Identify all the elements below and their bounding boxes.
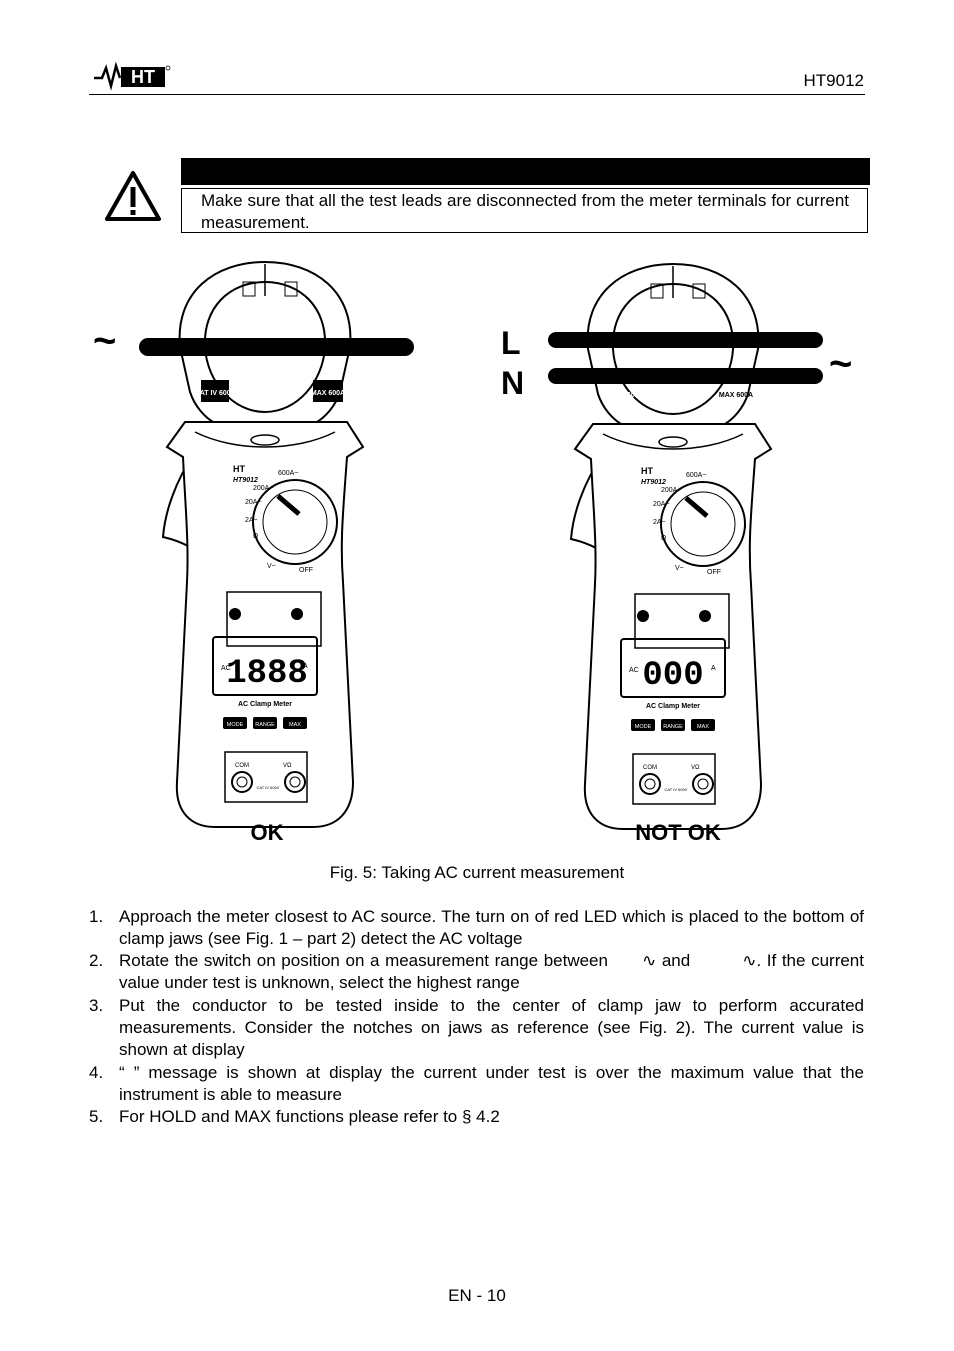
- right-jaw-cat: CAT IV 600V: [603, 392, 644, 399]
- step-text: Rotate the switch on position on a measu…: [119, 950, 864, 994]
- right-meter-name: AC Clamp Meter: [646, 703, 700, 710]
- left-com-label: COM: [235, 763, 249, 769]
- header-divider: [89, 94, 865, 95]
- warning-title-bar: [181, 158, 870, 185]
- clamp-meter-figure: ~ CAT IV 600V MAX 600A HT HT9012 600A~ 2…: [93, 252, 852, 845]
- right-range-4: Ω: [661, 535, 666, 542]
- right-model: HT9012: [641, 479, 666, 486]
- step-number: 5.: [89, 1107, 104, 1126]
- right-display-ac: AC: [629, 667, 639, 674]
- right-jaw-max: MAX 600A: [719, 392, 753, 399]
- left-range-1: 200A~: [253, 485, 273, 492]
- right-clamp-meter: L N ~ CAT IV 600V MAX 600A HT HT9012 600…: [501, 264, 852, 845]
- left-range-2: 20A~: [245, 499, 262, 506]
- left-range-4: Ω: [253, 533, 258, 540]
- left-jaw-max: MAX 600A: [311, 390, 345, 397]
- left-jaw-cat: CAT IV 600V: [195, 390, 236, 397]
- right-max-button: MAX: [697, 724, 709, 730]
- logo-text: HT: [131, 67, 155, 87]
- right-range-3: 2A~: [653, 519, 666, 526]
- left-clamp-meter: ~ CAT IV 600V MAX 600A HT HT9012 600A~ 2…: [93, 262, 414, 845]
- step-number: 3.: [89, 996, 104, 1015]
- left-max-button: MAX: [289, 722, 301, 728]
- right-com-label: COM: [643, 765, 657, 771]
- left-brand: HT: [233, 464, 245, 474]
- left-range-5: V~: [267, 563, 276, 570]
- left-display-ac: AC: [221, 665, 231, 672]
- left-range-button: RANGE: [255, 722, 275, 728]
- step-number: 2.: [89, 951, 104, 970]
- step-text-a: Rotate the switch on position on a measu…: [119, 951, 608, 970]
- left-range-6: OFF: [299, 567, 313, 574]
- ac-symbol: ∿: [742, 951, 757, 970]
- left-display-a: A: [303, 663, 308, 670]
- step-number: 4.: [89, 1063, 104, 1082]
- right-range-0: 600A~: [686, 472, 706, 479]
- left-range-3: 2A~: [245, 517, 258, 524]
- right-range-6: OFF: [707, 569, 721, 576]
- right-source-symbol: ~: [829, 342, 852, 386]
- ac-symbol: ∿: [641, 951, 657, 970]
- line-conductor: [548, 332, 823, 348]
- single-conductor: [139, 338, 414, 356]
- right-display-a: A: [711, 665, 716, 672]
- right-range-2: 20A~: [653, 501, 670, 508]
- warning-icon: [105, 171, 161, 221]
- step-text: “ ” message is shown at display the curr…: [119, 1063, 864, 1105]
- left-meter-name: AC Clamp Meter: [238, 701, 292, 708]
- right-terminal-note: CAT IV 600V: [665, 787, 688, 792]
- page-number: EN - 10: [448, 1286, 506, 1305]
- right-brand: HT: [641, 466, 653, 476]
- right-range-1: 200A~: [661, 487, 681, 494]
- step-text: For HOLD and MAX functions please refer …: [119, 1107, 500, 1126]
- left-status: OK: [251, 820, 284, 845]
- neutral-label: N: [501, 365, 524, 401]
- neutral-conductor: [548, 368, 823, 384]
- warning-box: [181, 188, 868, 233]
- figure-caption: Fig. 5: Taking AC current measurement: [329, 863, 625, 882]
- right-vohm-label: VΩ: [691, 765, 700, 771]
- line-label: L: [501, 325, 521, 361]
- left-vohm-label: VΩ: [283, 763, 292, 769]
- step-number: 1.: [89, 907, 104, 926]
- right-range-button: RANGE: [663, 724, 683, 730]
- step-text: Approach the meter closest to AC source.…: [119, 907, 864, 949]
- model-name: HT9012: [803, 71, 864, 90]
- right-status: NOT OK: [635, 820, 721, 845]
- right-mode-button: MODE: [635, 724, 652, 730]
- warning-text: Make sure that all the test leads are di…: [201, 191, 849, 232]
- step-text: Put the conductor to be tested inside to…: [119, 996, 864, 1060]
- left-range-0: 600A~: [278, 470, 298, 477]
- right-range-5: V~: [675, 565, 684, 572]
- ht-logo: HT: [94, 61, 171, 91]
- left-model: HT9012: [233, 477, 258, 484]
- step-text-b: and: [661, 951, 691, 970]
- left-mode-button: MODE: [227, 722, 244, 728]
- right-display-value: 000: [642, 657, 703, 695]
- left-source-symbol: ~: [93, 319, 116, 363]
- left-terminal-note: CAT IV 600V: [257, 785, 280, 790]
- left-display-value: 1888: [226, 655, 308, 693]
- step-text-c: . If the current value under test is unk…: [119, 951, 864, 993]
